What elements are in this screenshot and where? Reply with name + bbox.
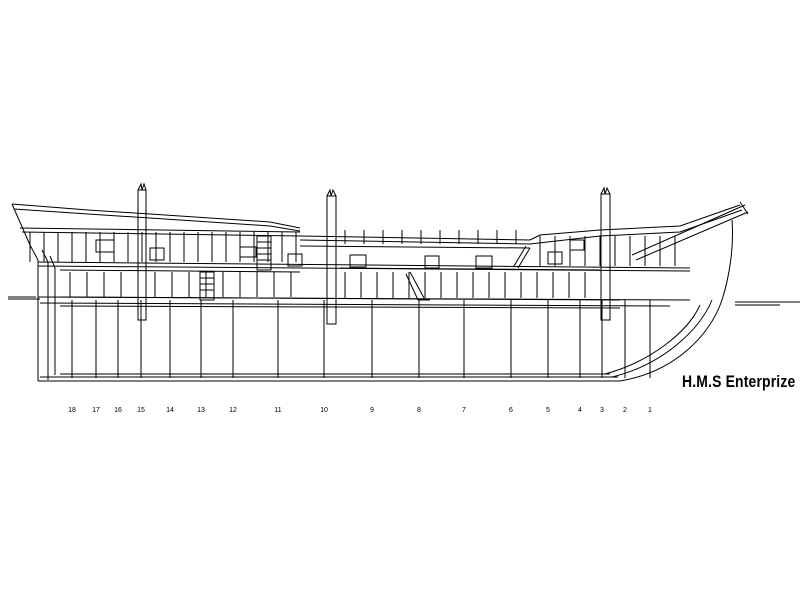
frame-label-5: 5 — [546, 407, 550, 414]
frame-label-3: 3 — [600, 407, 604, 414]
frame-label-17: 17 — [92, 407, 100, 414]
frame-label-18: 18 — [68, 407, 76, 414]
frame-label-14: 14 — [166, 407, 174, 414]
frame-label-12: 12 — [229, 407, 237, 414]
ship-title: H.M.S Enterprize — [682, 372, 796, 391]
waterline — [8, 297, 800, 305]
frame-label-1: 1 — [648, 407, 652, 414]
frame-label-7: 7 — [462, 407, 466, 414]
frame-labels: 18 17 16 15 14 13 12 11 10 9 8 7 6 5 4 3 2 1 — [68, 407, 652, 414]
frame-lines — [72, 300, 650, 378]
frame-label-8: 8 — [417, 407, 421, 414]
upper-works — [12, 204, 742, 308]
frame-label-4: 4 — [578, 407, 582, 414]
frame-label-6: 6 — [509, 407, 513, 414]
masts — [138, 184, 748, 324]
frame-label-13: 13 — [197, 407, 205, 414]
frame-label-11: 11 — [274, 407, 281, 414]
frame-label-10: 10 — [320, 407, 328, 414]
gun-ports — [96, 240, 584, 268]
frame-label-15: 15 — [137, 407, 145, 414]
frame-label-16: 16 — [114, 407, 122, 414]
frame-label-2: 2 — [623, 407, 627, 414]
frame-label-9: 9 — [370, 407, 374, 414]
ladders — [200, 236, 530, 300]
